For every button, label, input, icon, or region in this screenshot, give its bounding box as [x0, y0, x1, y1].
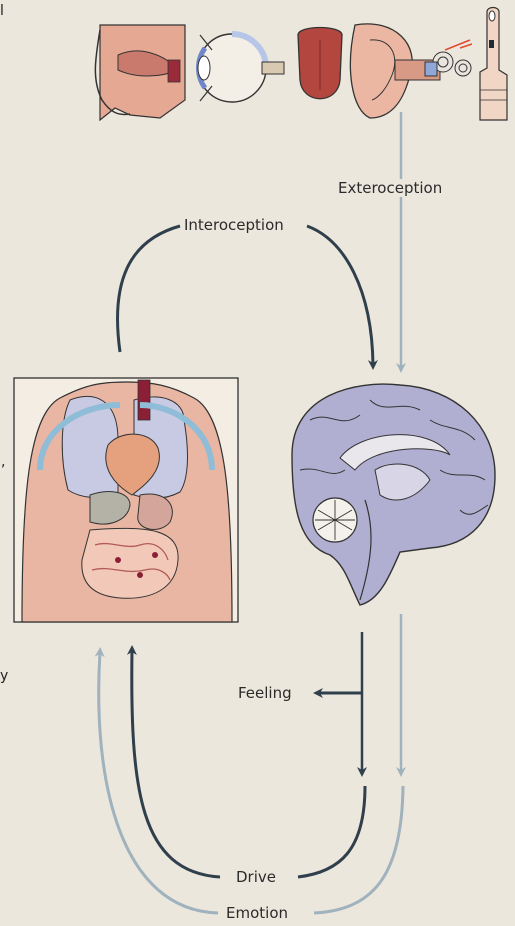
edge-char-1: l: [0, 3, 4, 19]
tongue-icon: [298, 28, 342, 99]
interoception-label: Interoception: [181, 216, 287, 234]
eye-icon: [198, 34, 284, 102]
brain-icon: [292, 384, 495, 605]
torso-organs-icon: [14, 378, 238, 622]
edge-char-2: ,: [1, 454, 5, 470]
interoception-arrow: [118, 226, 374, 365]
nose-icon: [95, 25, 185, 120]
feeling-label: Feeling: [235, 684, 295, 702]
drive-label: Drive: [233, 868, 279, 886]
emotion-label: Emotion: [223, 904, 291, 922]
finger-icon: [480, 8, 507, 121]
exteroception-label: Exteroception: [335, 179, 445, 197]
ear-icon: [350, 24, 472, 118]
edge-char-3: y: [0, 668, 8, 684]
